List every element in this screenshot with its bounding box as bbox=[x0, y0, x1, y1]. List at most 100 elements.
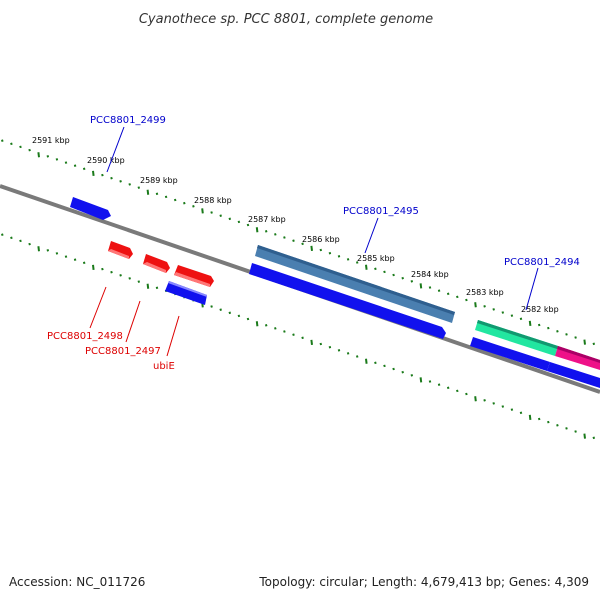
minor-tick bbox=[246, 317, 250, 321]
minor-tick bbox=[319, 248, 323, 252]
gene-feature-forward[interactable] bbox=[165, 281, 207, 305]
minor-tick bbox=[246, 223, 250, 227]
minor-tick bbox=[192, 205, 195, 208]
scale-label: 2588 kbp bbox=[194, 196, 232, 205]
leader-line bbox=[106, 126, 125, 173]
minor-tick bbox=[228, 311, 232, 315]
outer-tick-ring bbox=[1, 139, 596, 346]
minor-tick bbox=[574, 430, 577, 433]
scale-label: 2585 kbp bbox=[357, 254, 395, 263]
minor-tick bbox=[301, 242, 304, 246]
minor-tick bbox=[110, 270, 113, 274]
leader-line bbox=[89, 286, 107, 329]
minor-tick bbox=[355, 261, 359, 264]
minor-tick bbox=[501, 405, 505, 408]
map-title: Cyanothece sp. PCC 8801, complete genome bbox=[139, 12, 433, 27]
minor-tick bbox=[483, 399, 486, 402]
gene-label-pcc8801-2497[interactable]: PCC8801_2497 bbox=[85, 346, 161, 357]
minor-tick bbox=[10, 236, 13, 240]
leader-line bbox=[125, 300, 141, 343]
minor-tick bbox=[410, 374, 414, 377]
minor-tick bbox=[292, 239, 295, 242]
scale-label: 2584 kbp bbox=[411, 270, 449, 279]
minor-tick bbox=[73, 258, 77, 261]
major-tick bbox=[419, 377, 423, 383]
major-tick bbox=[419, 283, 423, 289]
misc-feature-edge bbox=[557, 346, 600, 363]
minor-tick bbox=[82, 261, 86, 265]
minor-tick bbox=[374, 267, 377, 271]
minor-tick bbox=[292, 333, 295, 336]
minor-tick bbox=[592, 342, 596, 346]
minor-tick bbox=[28, 148, 31, 152]
minor-tick bbox=[519, 317, 523, 321]
gene-feature-bevel bbox=[174, 272, 210, 287]
major-tick bbox=[146, 189, 150, 195]
gene-label-pcc8801-2495[interactable]: PCC8801_2495 bbox=[343, 206, 419, 217]
scale-label: 2587 kbp bbox=[248, 215, 286, 224]
minor-tick bbox=[537, 323, 541, 327]
gene-feature-reverse[interactable] bbox=[143, 254, 170, 273]
scale-label: 2591 kbp bbox=[32, 136, 70, 145]
gene-feature-reverse[interactable] bbox=[174, 265, 214, 287]
gene-feature-forward[interactable] bbox=[547, 362, 600, 388]
gene-feature-forward[interactable] bbox=[249, 263, 446, 339]
minor-tick bbox=[556, 330, 559, 333]
minor-tick bbox=[410, 280, 414, 283]
minor-tick bbox=[137, 186, 141, 189]
minor-tick bbox=[101, 173, 104, 177]
minor-tick bbox=[510, 314, 514, 317]
minor-tick bbox=[264, 324, 268, 327]
genome-summary-text: Topology: circular; Length: 4,679,413 bp… bbox=[259, 575, 589, 589]
gene-label-pcc8801-2494[interactable]: PCC8801_2494 bbox=[504, 257, 580, 268]
leader-line bbox=[166, 315, 180, 357]
minor-tick bbox=[556, 424, 559, 427]
minor-tick bbox=[237, 314, 241, 318]
minor-tick bbox=[428, 380, 432, 383]
minor-tick bbox=[537, 417, 541, 421]
minor-tick bbox=[456, 295, 459, 299]
gene-label-pcc8801-2499[interactable]: PCC8801_2499 bbox=[90, 115, 166, 126]
minor-tick bbox=[547, 420, 550, 424]
minor-tick bbox=[328, 345, 332, 349]
minor-tick bbox=[446, 292, 450, 296]
minor-tick bbox=[446, 386, 450, 390]
gene-feature-reverse[interactable] bbox=[108, 241, 133, 259]
major-tick bbox=[310, 339, 313, 346]
scale-label: 2586 kbp bbox=[302, 235, 340, 244]
minor-tick bbox=[392, 367, 395, 371]
minor-tick bbox=[465, 298, 468, 302]
major-tick bbox=[528, 320, 532, 327]
major-tick bbox=[528, 414, 532, 421]
minor-tick bbox=[164, 195, 168, 199]
gene-label-ubie[interactable]: ubiE bbox=[153, 361, 175, 372]
gene-feature-forward[interactable] bbox=[70, 197, 111, 220]
minor-tick bbox=[510, 408, 514, 411]
minor-tick bbox=[401, 276, 404, 280]
rna-feature[interactable] bbox=[255, 245, 455, 323]
major-tick bbox=[37, 152, 40, 158]
minor-tick bbox=[328, 251, 332, 255]
minor-tick bbox=[565, 333, 568, 336]
minor-tick bbox=[110, 176, 113, 180]
minor-tick bbox=[155, 286, 159, 290]
minor-tick bbox=[337, 255, 341, 258]
minor-tick bbox=[155, 192, 159, 196]
minor-tick bbox=[228, 217, 232, 221]
minor-tick bbox=[401, 370, 404, 374]
minor-tick bbox=[301, 336, 304, 340]
minor-tick bbox=[137, 280, 141, 283]
major-tick bbox=[146, 283, 150, 289]
minor-tick bbox=[392, 273, 395, 277]
major-tick bbox=[474, 396, 477, 402]
major-tick bbox=[365, 264, 368, 270]
major-tick bbox=[92, 264, 95, 271]
major-tick bbox=[474, 302, 477, 308]
minor-tick bbox=[383, 364, 386, 368]
gene-feature-forward[interactable] bbox=[470, 337, 550, 371]
minor-tick bbox=[547, 326, 550, 330]
gene-feature-bevel bbox=[168, 281, 207, 297]
minor-tick bbox=[210, 211, 213, 214]
gene-label-pcc8801-2498[interactable]: PCC8801_2498 bbox=[47, 331, 123, 342]
